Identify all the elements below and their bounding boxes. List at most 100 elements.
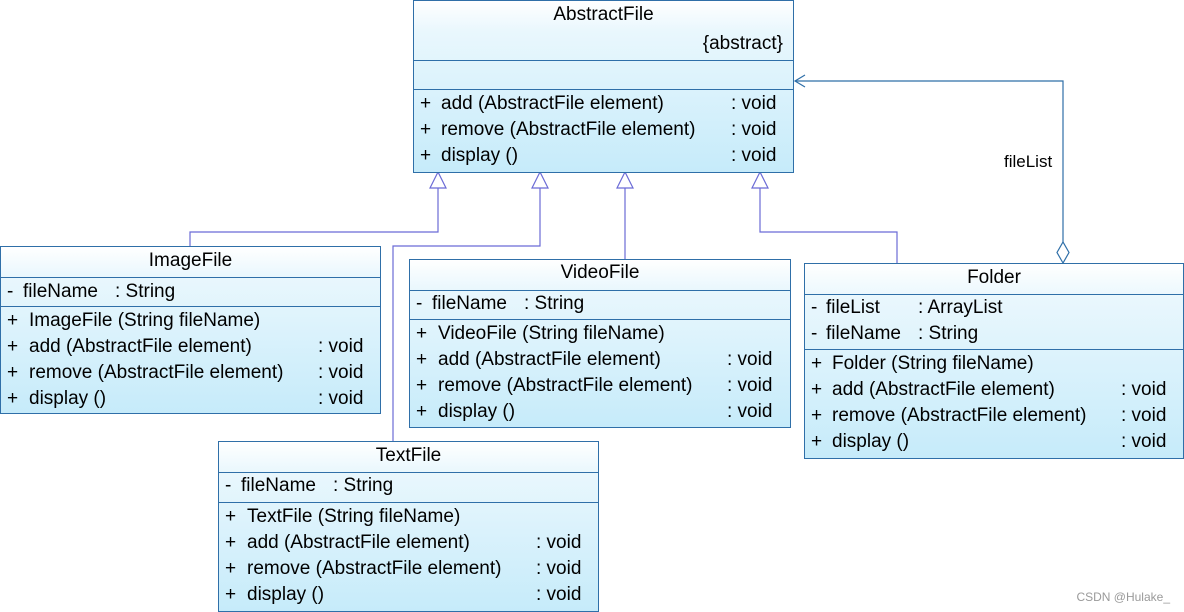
method-name: remove (AbstractFile element) — [441, 119, 696, 140]
class-folder-methods: + Folder (String fileName) + add (Abstra… — [805, 350, 1183, 455]
class-folder-attributes: - fileList : ArrayList - fileName : Stri… — [805, 295, 1183, 350]
attribute-visibility: - — [225, 475, 232, 496]
method-name: add (AbstractFile element) — [438, 349, 661, 370]
method-type: : void — [536, 584, 582, 605]
attribute-name: fileName — [432, 293, 507, 314]
method-row: + add (AbstractFile element) : void — [805, 377, 1183, 403]
method-visibility: + — [416, 375, 428, 396]
method-type: : void — [318, 388, 364, 409]
method-visibility: + — [420, 119, 432, 140]
method-visibility: + — [416, 401, 428, 422]
method-visibility: + — [811, 431, 823, 452]
attribute-name: fileName — [241, 475, 316, 496]
method-name: display () — [438, 401, 516, 422]
method-row: + display () : void — [410, 399, 790, 425]
method-row: + remove (AbstractFile element) : void — [414, 117, 793, 143]
method-row: + add (AbstractFile element) : void — [1, 334, 380, 360]
method-type: : void — [318, 336, 364, 357]
attribute-type: : String — [918, 323, 979, 344]
association-role-label: fileList — [1004, 152, 1053, 171]
method-visibility: + — [225, 506, 237, 527]
method-name: remove (AbstractFile element) — [832, 405, 1087, 426]
method-type: : void — [318, 362, 364, 383]
method-name: display () — [247, 584, 325, 605]
class-textfile-attributes: - fileName : String — [219, 473, 598, 503]
method-name: remove (AbstractFile element) — [29, 362, 284, 383]
method-name: display () — [29, 388, 107, 409]
generalization-arrowhead-imagefile — [429, 170, 447, 189]
method-type: : void — [731, 119, 777, 140]
method-visibility: + — [7, 310, 19, 331]
method-type: : void — [727, 375, 773, 396]
class-abstractfile-attributes — [414, 61, 793, 90]
method-row: + add (AbstractFile element) : void — [410, 347, 790, 373]
method-visibility: + — [7, 336, 19, 357]
method-row: + add (AbstractFile element) : void — [414, 91, 793, 117]
attribute-visibility: - — [416, 293, 423, 314]
class-videofile-header: VideoFile — [410, 260, 790, 291]
method-name: VideoFile (String fileName) — [438, 323, 665, 344]
method-visibility: + — [811, 353, 823, 374]
class-imagefile-header: ImageFile — [1, 247, 380, 278]
method-visibility: + — [225, 558, 237, 579]
attribute-name: fileList — [826, 297, 880, 318]
method-type: : void — [727, 401, 773, 422]
attribute-row: - fileName : String — [1, 279, 380, 305]
method-row: + remove (AbstractFile element) : void — [1, 360, 380, 386]
method-row: + remove (AbstractFile element) : void — [219, 556, 598, 582]
method-name: Folder (String fileName) — [832, 353, 1034, 374]
method-visibility: + — [7, 388, 19, 409]
aggregation-arrowhead — [793, 74, 806, 88]
generalization-imagefile — [189, 188, 439, 246]
class-abstractfile-header: AbstractFile {abstract} — [414, 1, 793, 61]
method-type: : void — [536, 532, 582, 553]
method-name: ImageFile (String fileName) — [29, 310, 261, 331]
method-visibility: + — [420, 93, 432, 114]
method-row: + VideoFile (String fileName) — [410, 321, 790, 347]
class-imagefile: ImageFile - fileName : String + ImageFil… — [0, 246, 381, 414]
method-type: : void — [727, 349, 773, 370]
attribute-name: fileName — [826, 323, 901, 344]
attribute-row: - fileName : String — [410, 291, 790, 317]
class-abstractfile-methods: + add (AbstractFile element) : void + re… — [414, 90, 793, 169]
attribute-name: fileName — [23, 281, 98, 302]
method-name: display () — [441, 145, 519, 166]
method-visibility: + — [811, 379, 823, 400]
watermark: CSDN @Hulake_ — [1076, 590, 1170, 604]
class-textfile: TextFile - fileName : String + TextFile … — [218, 441, 599, 612]
class-textfile-methods: + TextFile (String fileName) + add (Abst… — [219, 503, 598, 608]
method-visibility: + — [811, 405, 823, 426]
method-name: display () — [832, 431, 910, 452]
method-name: remove (AbstractFile element) — [438, 375, 693, 396]
method-type: : void — [1121, 379, 1167, 400]
class-textfile-header: TextFile — [219, 442, 598, 473]
method-row: + ImageFile (String fileName) — [1, 308, 380, 334]
class-folder: Folder - fileList : ArrayList - fileName… — [804, 263, 1184, 459]
class-imagefile-name: ImageFile — [148, 250, 233, 271]
method-type: : void — [1121, 431, 1167, 452]
method-visibility: + — [416, 349, 428, 370]
method-row: + remove (AbstractFile element) : void — [805, 403, 1183, 429]
method-row: + display () : void — [805, 429, 1183, 455]
generalization-arrowhead-textfile — [531, 170, 549, 189]
attribute-visibility: - — [811, 323, 818, 344]
method-row: + TextFile (String fileName) — [219, 504, 598, 530]
method-name: add (AbstractFile element) — [29, 336, 252, 357]
class-abstractfile: AbstractFile {abstract} + add (AbstractF… — [413, 0, 794, 173]
attribute-type: : String — [524, 293, 585, 314]
method-visibility: + — [225, 532, 237, 553]
method-row: + add (AbstractFile element) : void — [219, 530, 598, 556]
method-type: : void — [536, 558, 582, 579]
method-row: + display () : void — [414, 143, 793, 169]
class-imagefile-attributes: - fileName : String — [1, 278, 380, 307]
method-type: : void — [731, 93, 777, 114]
class-imagefile-methods: + ImageFile (String fileName) + add (Abs… — [1, 307, 380, 412]
method-type: : void — [731, 145, 777, 166]
method-visibility: + — [420, 145, 432, 166]
attribute-type: : ArrayList — [918, 297, 1003, 318]
attribute-row: - fileName : String — [805, 321, 1183, 347]
class-abstractfile-name: AbstractFile — [553, 4, 654, 25]
class-abstractfile-stereotype: {abstract} — [702, 33, 783, 54]
method-name: add (AbstractFile element) — [441, 93, 664, 114]
aggregation-diamond — [1056, 240, 1070, 265]
